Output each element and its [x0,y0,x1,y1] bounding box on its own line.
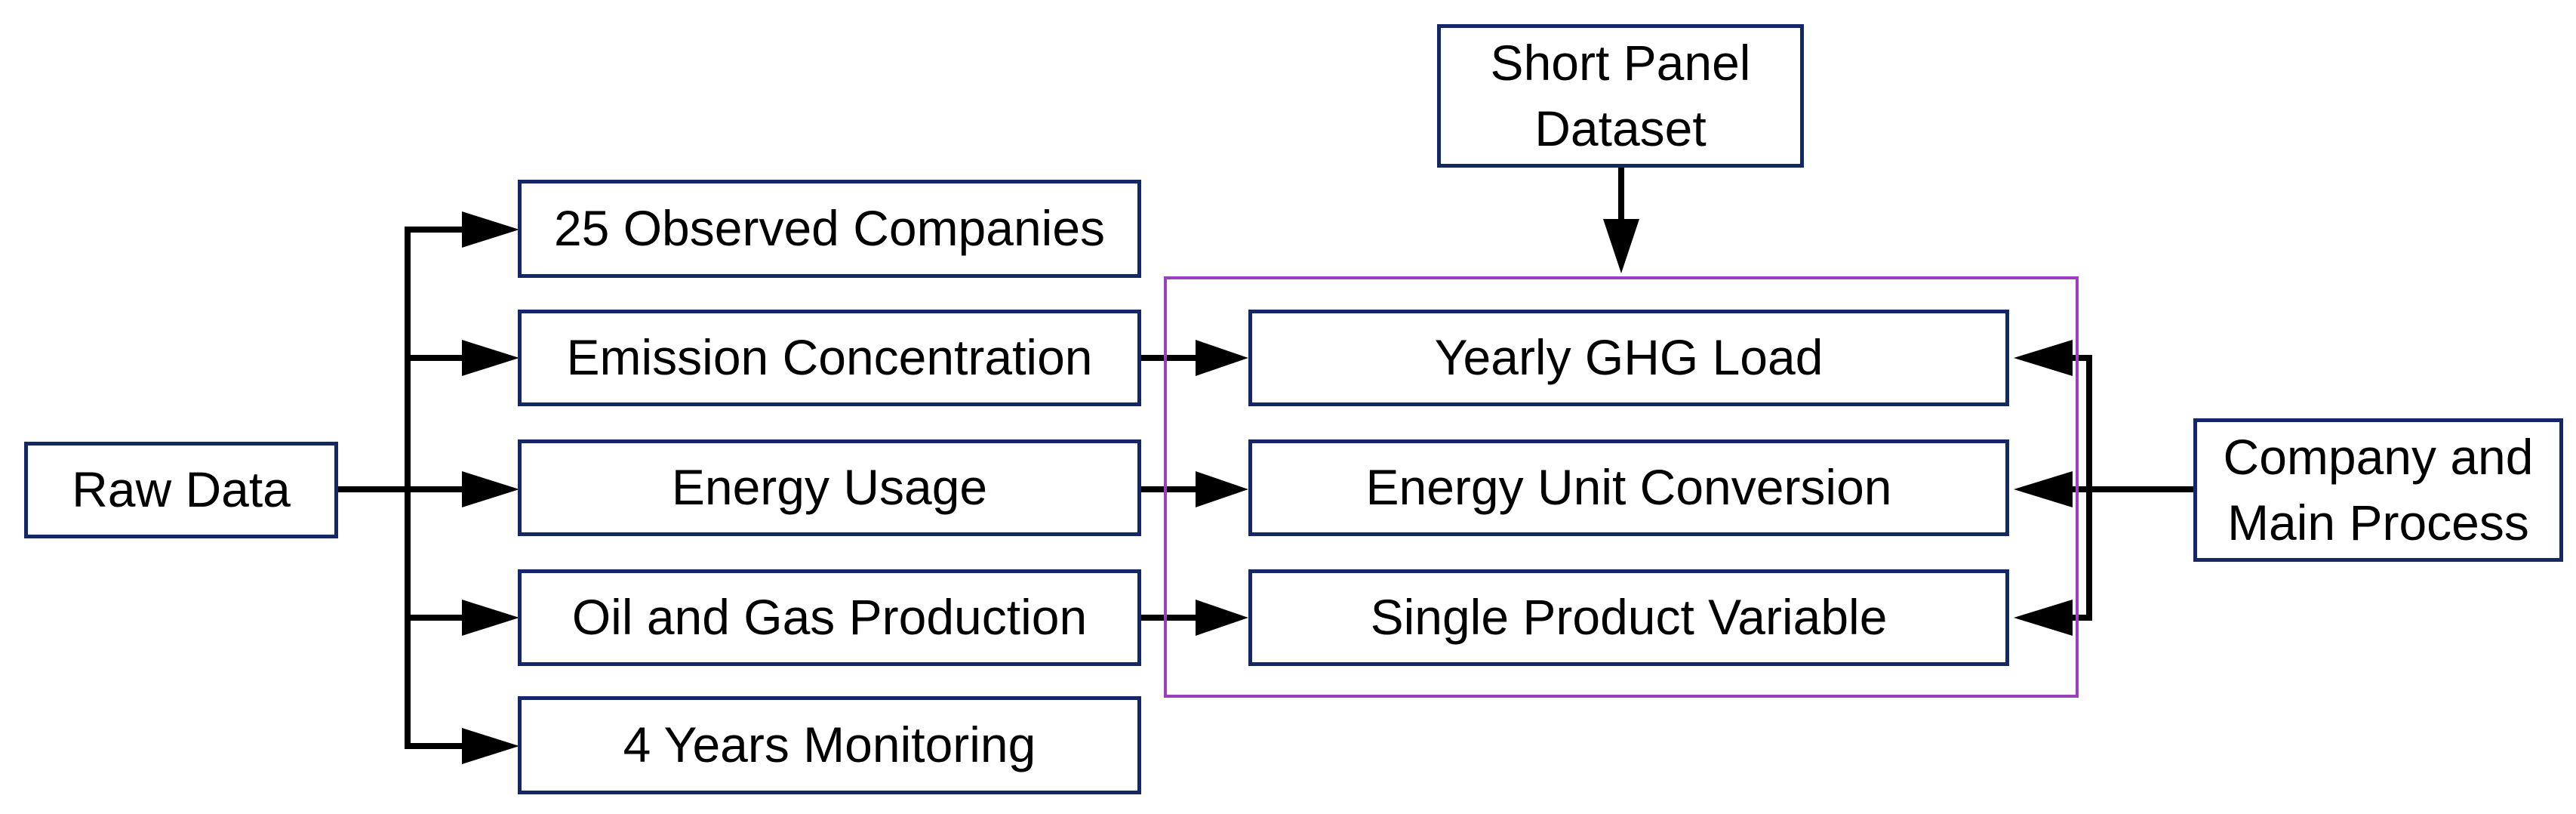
node-emission-concentration: Emission Concentration [518,310,1141,406]
edge-emission-to-ghg [1141,340,1248,376]
edge-to-years-monitoring [405,728,519,764]
node-yearly-ghg-load: Yearly GHG Load [1248,310,2009,406]
edge-company-to-conversion [2014,471,2086,507]
node-company-main-process: Company and Main Process [2193,418,2563,562]
node-raw-data: Raw Data [24,442,338,538]
node-energy-usage: Energy Usage [518,439,1141,536]
edge-to-oil-gas-production [405,600,519,636]
edge-to-observed-companies [405,211,519,248]
edge-to-emission-concentration [405,340,519,376]
node-energy-unit-conversion: Energy Unit Conversion [1248,439,2009,536]
node-oil-gas-production: Oil and Gas Production [518,569,1141,666]
node-observed-companies: 25 Observed Companies [518,180,1141,278]
edge-to-energy-usage [405,471,519,507]
edge-dataset-to-group [1603,168,1639,273]
transformation-group [1164,276,2079,698]
node-single-product-variable: Single Product Variable [1248,569,2009,666]
node-short-panel-dataset: Short Panel Dataset [1437,24,1804,168]
edge-oil-gas-to-product [1141,600,1248,636]
edge-energy-to-conversion [1141,471,1248,507]
node-years-monitoring: 4 Years Monitoring [518,696,1141,794]
